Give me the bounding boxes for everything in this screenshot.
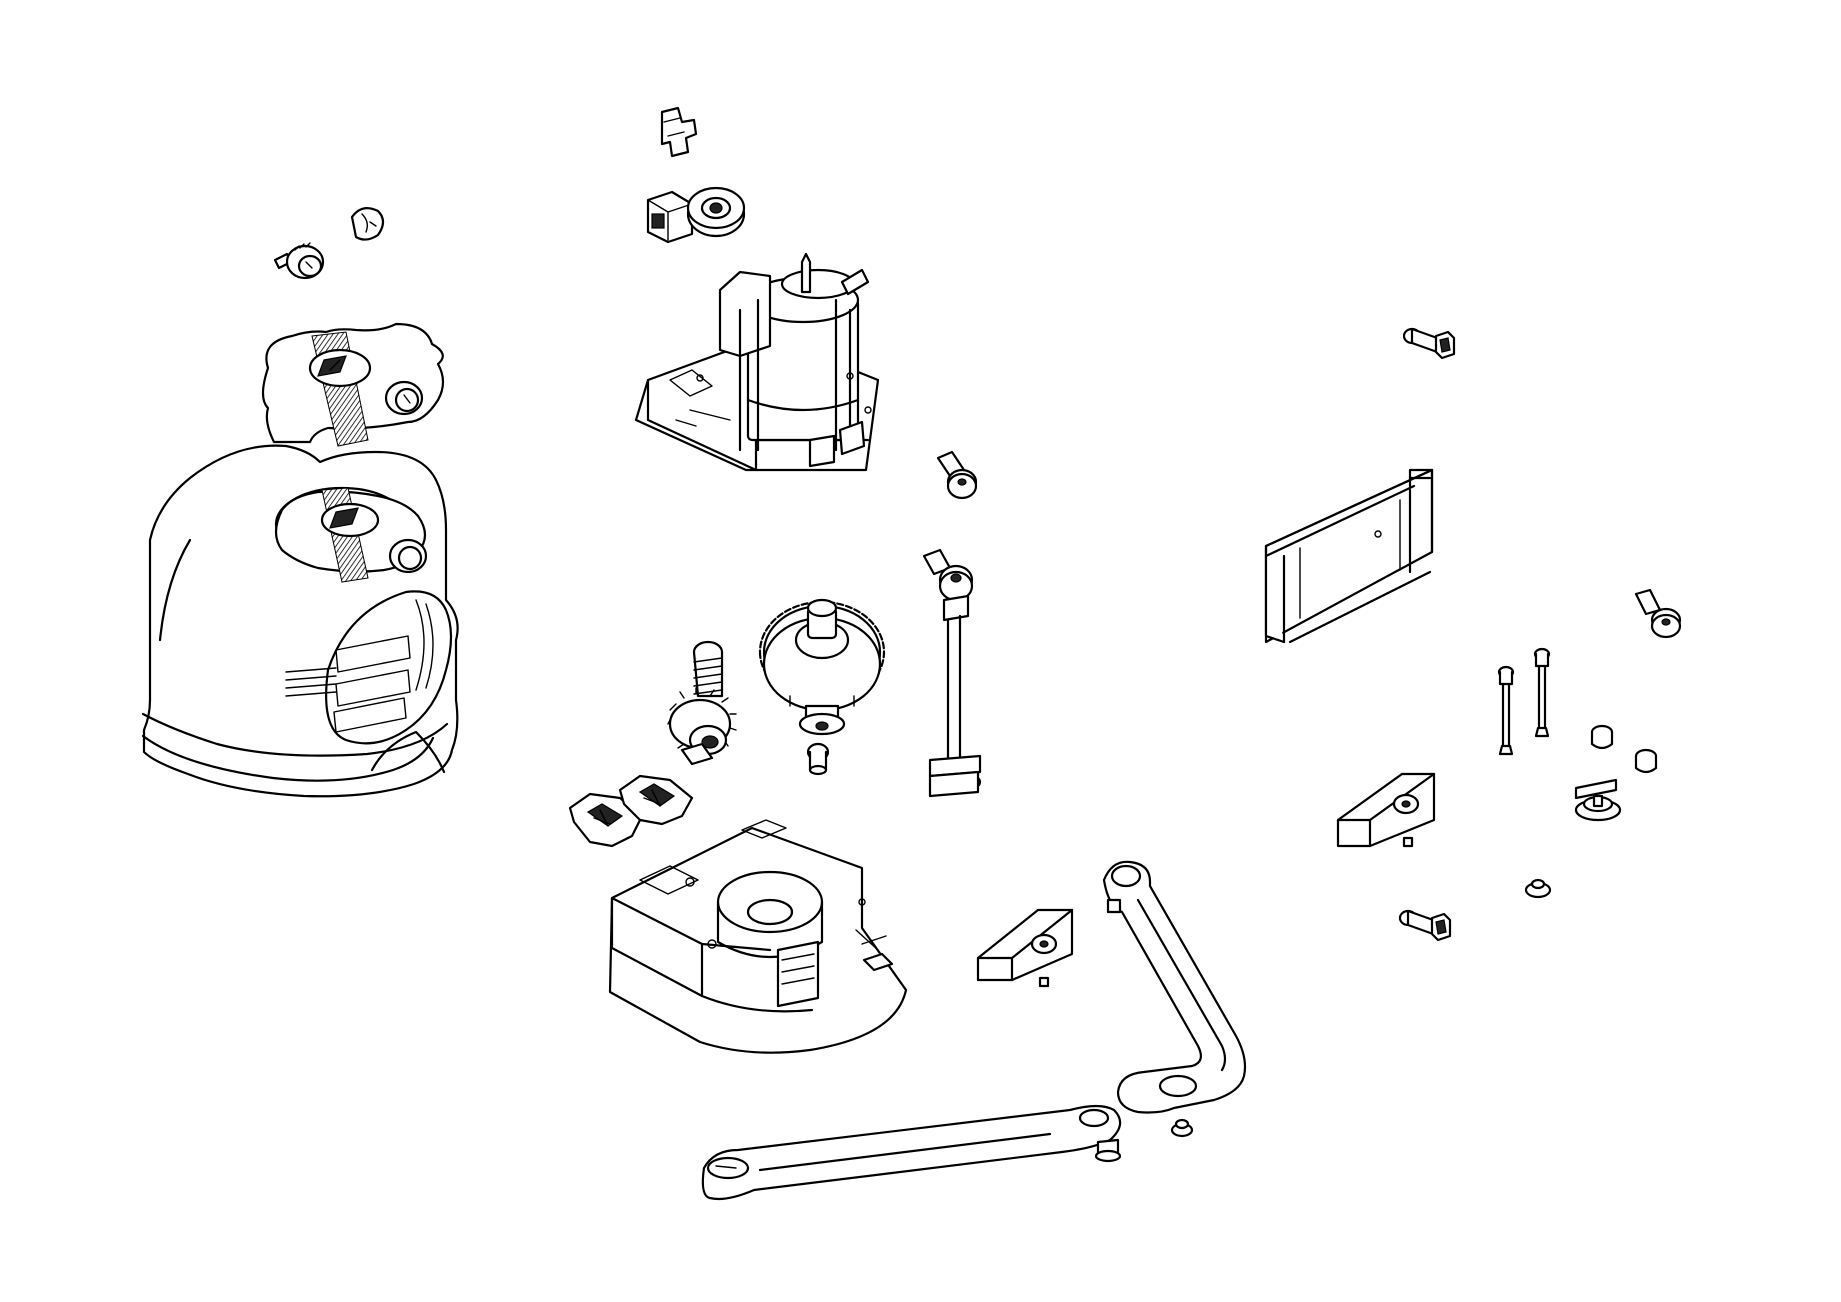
nut-icon <box>1634 748 1658 774</box>
housing-cover-icon <box>141 444 459 798</box>
worm-gear-icon <box>667 640 737 766</box>
motor-icon <box>634 252 880 472</box>
lock-barrel-icon <box>273 242 325 280</box>
cable-clip-icon <box>660 106 698 158</box>
bracket-icon <box>1264 468 1434 644</box>
rod-icon <box>922 548 982 798</box>
stop-block-icon <box>1336 772 1436 848</box>
cam-icon <box>686 186 746 238</box>
washer-icon <box>1524 878 1552 899</box>
stop-block-icon <box>976 908 1074 988</box>
lever-icon <box>1574 778 1622 822</box>
curved-arm-icon <box>1102 860 1247 1114</box>
gear-icon <box>758 598 886 736</box>
screw-icon <box>806 742 830 776</box>
key-icon <box>1402 327 1456 360</box>
key-icon <box>1398 909 1452 942</box>
bolt-icon <box>1533 647 1551 738</box>
washer-icon <box>1170 1118 1194 1138</box>
wing-nut-icon <box>1634 588 1682 639</box>
base-icon <box>608 819 908 1054</box>
top-cover-icon <box>261 322 445 447</box>
wing-nut-icon <box>936 450 978 500</box>
straight-arm-icon <box>701 1104 1122 1201</box>
switch-block-icon <box>646 190 694 244</box>
gland-icon <box>568 774 694 848</box>
bolt-icon <box>1497 665 1515 756</box>
nut-icon <box>1590 724 1614 750</box>
release-knob-icon <box>350 206 385 241</box>
